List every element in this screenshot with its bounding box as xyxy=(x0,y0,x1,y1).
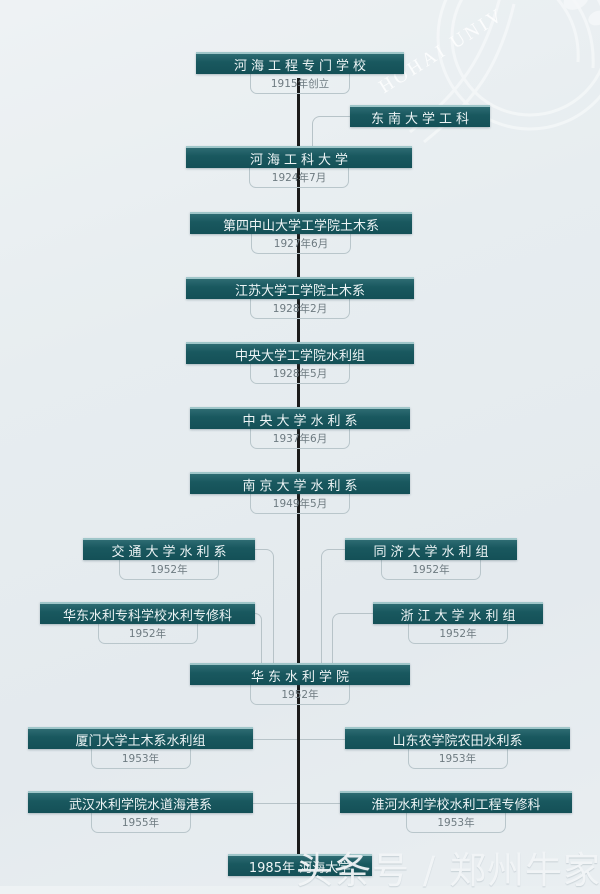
timeline-spine-main xyxy=(297,78,300,860)
node-branches_later-3[interactable]: 淮河水利学校水利工程专修科 xyxy=(340,791,572,813)
node-final[interactable]: 1985年 河海大学 xyxy=(228,854,372,876)
node-branches_1952-0[interactable]: 交通大学水利系 xyxy=(83,538,255,560)
date-label-branches_1952-3: 1952年 xyxy=(408,624,508,644)
node-main-6[interactable]: 南京大学水利系 xyxy=(190,472,410,494)
date-label-main-4: 1928年5月 xyxy=(250,364,350,384)
node-branches_later-2[interactable]: 武汉水利学院水道海港系 xyxy=(28,791,253,813)
node-branches_1952-3[interactable]: 浙江大学水利组 xyxy=(373,602,543,624)
date-label-branches_later-1: 1953年 xyxy=(407,749,508,769)
date-label-branches_1952-2: 1952年 xyxy=(97,624,198,644)
node-main-5[interactable]: 中央大学水利系 xyxy=(190,407,410,429)
date-label-main-3: 1928年2月 xyxy=(250,299,350,319)
connector-branch-1952-3 xyxy=(332,613,373,663)
connector-branch-1952-2 xyxy=(255,613,262,663)
node-branches_1952-1[interactable]: 同济大学水利组 xyxy=(345,538,517,560)
date-label-merge: 1952年 xyxy=(250,685,350,705)
node-main-1[interactable]: 河海工科大学 xyxy=(186,146,412,168)
date-label-main-1: 1924年7月 xyxy=(249,168,349,188)
date-label-branches_1952-1: 1952年 xyxy=(381,560,481,580)
date-label-branches_later-3: 1953年 xyxy=(406,813,506,833)
connector-side-branch-top xyxy=(312,116,352,157)
date-label-branches_1952-0: 1952年 xyxy=(119,560,219,580)
connector-branch-1952-0 xyxy=(255,549,274,663)
date-label-main-0: 1915年创立 xyxy=(250,74,350,94)
node-branches_1952-2[interactable]: 华东水利专科学校水利专修科 xyxy=(40,602,255,624)
date-label-main-2: 1927年6月 xyxy=(251,234,351,254)
node-side-branch-top[interactable]: 东南大学工科 xyxy=(350,105,490,127)
date-label-branches_later-2: 1955年 xyxy=(90,813,191,833)
node-merge[interactable]: 华东水利学院 xyxy=(190,663,410,685)
node-branches_later-0[interactable]: 厦门大学土木系水利组 xyxy=(28,727,253,749)
node-main-2[interactable]: 第四中山大学工学院土木系 xyxy=(190,212,412,234)
node-main-4[interactable]: 中央大学工学院水利组 xyxy=(186,342,414,364)
date-label-main-6: 1949年5月 xyxy=(250,494,350,514)
node-branches_later-1[interactable]: 山东农学院农田水利系 xyxy=(345,727,570,749)
date-label-branches_later-0: 1953年 xyxy=(90,749,191,769)
node-main-3[interactable]: 江苏大学工学院土木系 xyxy=(186,277,414,299)
hohai-logo-watermark xyxy=(409,0,600,144)
connector-branch-1952-1 xyxy=(321,549,345,663)
node-main-0[interactable]: 河海工程专门学校 xyxy=(196,52,404,74)
date-label-main-5: 1937年6月 xyxy=(250,429,350,449)
